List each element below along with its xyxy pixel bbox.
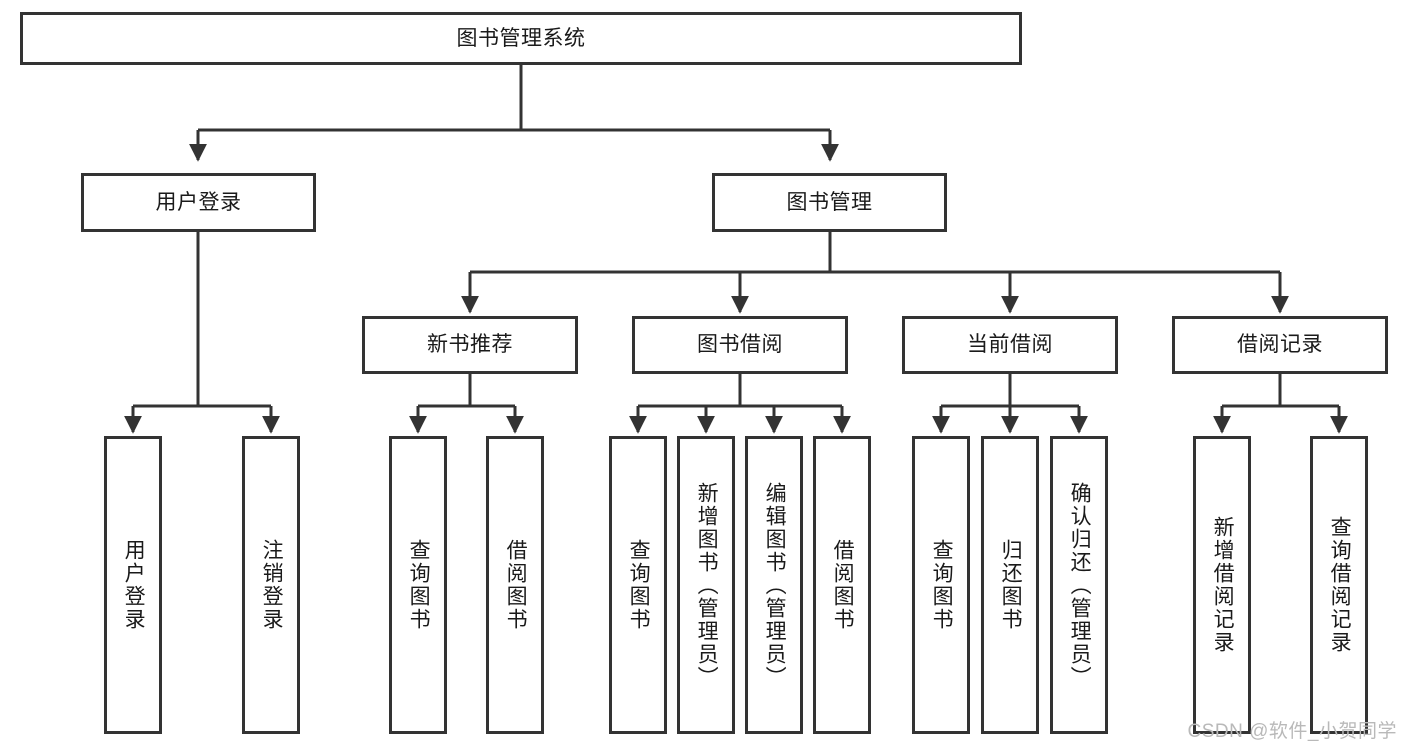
node-leaf-logout[interactable]: 注销登录 [242,436,300,734]
node-leaf-borrow-book-rec-label: 借阅图书 [504,539,528,631]
node-root-label: 图书管理系统 [456,26,586,50]
node-leaf-query-book-rec-label: 查询图书 [407,539,431,631]
node-book-borrow[interactable]: 图书借阅 [632,316,848,374]
node-leaf-add-borrow-record-label: 新增借阅记录 [1211,516,1235,654]
node-leaf-confirm-return-label: 确认归还（管理员） [1068,481,1092,689]
node-book-manage-label: 图书管理 [786,190,873,214]
node-root[interactable]: 图书管理系统 [20,12,1022,65]
node-new-book-rec-label: 新书推荐 [427,333,513,357]
node-leaf-logout-label: 注销登录 [260,539,284,631]
node-borrow-record-label: 借阅记录 [1237,333,1323,357]
node-leaf-query-borrow-record[interactable]: 查询借阅记录 [1310,436,1368,734]
node-leaf-return-book-label: 归还图书 [999,539,1023,631]
node-leaf-query-book-current[interactable]: 查询图书 [912,436,970,734]
node-leaf-return-book[interactable]: 归还图书 [981,436,1039,734]
node-current-borrow-label: 当前借阅 [967,333,1053,357]
node-book-manage[interactable]: 图书管理 [712,173,947,232]
node-leaf-add-book-label: 新增图书（管理员） [695,481,719,689]
node-leaf-query-book-borrow[interactable]: 查询图书 [609,436,667,734]
node-leaf-query-book-current-label: 查询图书 [930,539,954,631]
node-leaf-borrow-book[interactable]: 借阅图书 [813,436,871,734]
node-borrow-record[interactable]: 借阅记录 [1172,316,1388,374]
node-leaf-add-borrow-record[interactable]: 新增借阅记录 [1193,436,1251,734]
node-leaf-edit-book-label: 编辑图书（管理员） [763,481,787,689]
node-leaf-user-login[interactable]: 用户登录 [104,436,162,734]
node-leaf-add-book[interactable]: 新增图书（管理员） [677,436,735,734]
node-leaf-confirm-return[interactable]: 确认归还（管理员） [1050,436,1108,734]
node-user-login[interactable]: 用户登录 [81,173,316,232]
node-leaf-query-book-rec[interactable]: 查询图书 [389,436,447,734]
node-current-borrow[interactable]: 当前借阅 [902,316,1118,374]
node-leaf-borrow-book-label: 借阅图书 [831,539,855,631]
watermark: CSDN @软件_小贺同学 [1187,721,1397,742]
node-new-book-rec[interactable]: 新书推荐 [362,316,578,374]
node-leaf-query-borrow-record-label: 查询借阅记录 [1328,516,1352,654]
node-user-login-label: 用户登录 [155,190,242,214]
node-leaf-query-book-borrow-label: 查询图书 [627,539,651,631]
node-leaf-edit-book[interactable]: 编辑图书（管理员） [745,436,803,734]
node-leaf-user-login-label: 用户登录 [122,539,146,631]
node-book-borrow-label: 图书借阅 [697,333,783,357]
node-leaf-borrow-book-rec[interactable]: 借阅图书 [486,436,544,734]
